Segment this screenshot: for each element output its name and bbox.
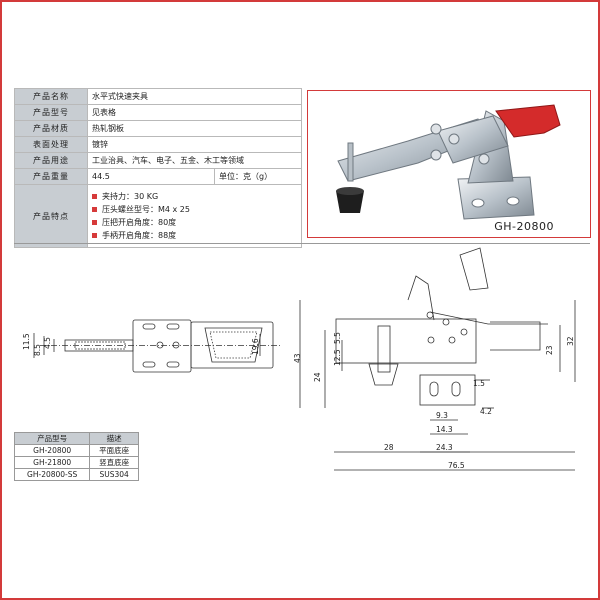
- table-cell: SUS304: [89, 468, 139, 481]
- dim-side: 28: [384, 443, 394, 452]
- spec-label: 表面处理: [14, 136, 88, 153]
- spec-row: 产品名称 水平式快速夹具: [14, 88, 302, 105]
- spec-value: 水平式快速夹具: [87, 88, 302, 105]
- spec-row: 产品用途 工业治具、汽车、电子、五金、木工等领域: [14, 152, 302, 169]
- dim-front: 19.6: [251, 338, 260, 355]
- spec-label: 产品材质: [14, 120, 88, 137]
- feature-item: 手柄开启角度：88度: [92, 230, 297, 241]
- dim-side: 76.5: [448, 461, 465, 470]
- table-cell: GH-20800: [13, 444, 91, 457]
- bullet-square-icon: [92, 220, 97, 225]
- side-view-drawing: [299, 247, 576, 471]
- divider: [14, 243, 590, 244]
- dim-side: 14.3: [436, 425, 453, 434]
- feature-item: 夹持力：30 KG: [92, 191, 297, 202]
- photo-model-label: GH-20800: [494, 220, 554, 233]
- spec-label: 产品用途: [14, 152, 88, 169]
- model-table-header: 产品型号 描述: [13, 432, 139, 445]
- dim-side: 24: [313, 372, 322, 382]
- dim-side: 24.3: [436, 443, 453, 452]
- dim-front: 8.5: [33, 344, 42, 356]
- weight-value: 44.5: [87, 168, 215, 185]
- table-row: GH-20800 平面底座: [13, 444, 139, 457]
- header-cell: 产品型号: [13, 432, 91, 445]
- spec-label: 产品名称: [14, 88, 88, 105]
- dim-side: 4.2: [480, 407, 492, 416]
- table-cell: 平面底座: [89, 444, 139, 457]
- header-cell: 描述: [89, 432, 139, 445]
- spec-table: 产品名称 水平式快速夹具 产品型号 见表格 产品材质 热轧钢板 表面处理 镀锌 …: [14, 88, 302, 248]
- model-table: 产品型号 描述 GH-20800 平面底座 GH-21800 竖直底座 GH-2…: [13, 432, 139, 481]
- dim-front: 11.5: [22, 333, 31, 350]
- feature-item: 压头螺丝型号：M4 x 25: [92, 204, 297, 215]
- toggle-clamp-photo-icon: [336, 104, 561, 220]
- table-row: GH-21800 竖直底座: [13, 456, 139, 469]
- spec-row-features: 产品特点 夹持力：30 KG 压头螺丝型号：M4 x 25 压把开启角度：80度…: [14, 184, 302, 248]
- dim-side: 12.5: [333, 349, 342, 366]
- dim-side: 32: [566, 336, 575, 346]
- features-cell: 夹持力：30 KG 压头螺丝型号：M4 x 25 压把开启角度：80度 手柄开启…: [87, 184, 302, 248]
- spec-row-weight: 产品重量 44.5 单位：克（g）: [14, 168, 302, 185]
- dim-side: 43: [293, 353, 302, 363]
- bullet-square-icon: [92, 233, 97, 238]
- bullet-square-icon: [92, 194, 97, 199]
- dim-side: 23: [545, 345, 554, 355]
- table-cell: 竖直底座: [89, 456, 139, 469]
- dim-side: 5.5: [333, 332, 342, 344]
- spec-value: 见表格: [87, 104, 302, 121]
- spec-value: 工业治具、汽车、电子、五金、木工等领域: [87, 152, 302, 169]
- dim-side: 1.5: [473, 379, 485, 388]
- features-list: 夹持力：30 KG 压头螺丝型号：M4 x 25 压把开启角度：80度 手柄开启…: [92, 191, 297, 241]
- features-label: 产品特点: [14, 184, 88, 248]
- front-view-drawing: [33, 319, 280, 373]
- feature-item: 压把开启角度：80度: [92, 217, 297, 228]
- dim-side: 9.3: [436, 411, 448, 420]
- table-cell: GH-21800: [13, 456, 91, 469]
- table-cell: GH-20800-SS: [13, 468, 91, 481]
- bullet-square-icon: [92, 207, 97, 212]
- table-row: GH-20800-SS SUS304: [13, 468, 139, 481]
- product-photo: GH-20800: [307, 90, 591, 238]
- dim-front: 4.5: [43, 337, 52, 349]
